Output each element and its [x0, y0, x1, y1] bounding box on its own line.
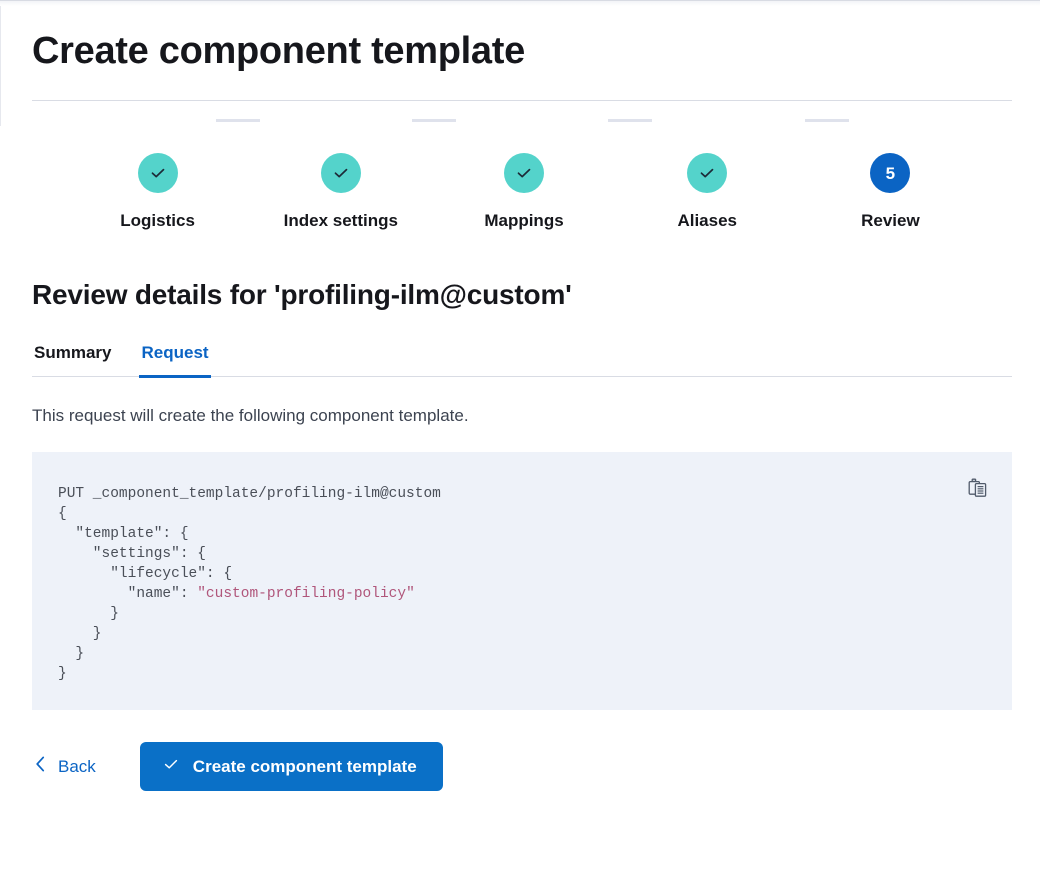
- code-line-6-value: "custom-profiling-policy": [197, 586, 415, 602]
- review-heading: Review details for 'profiling-ilm@custom…: [32, 279, 572, 310]
- create-component-template-label: Create component template: [192, 756, 417, 776]
- create-component-template-button[interactable]: Create component template: [139, 742, 443, 791]
- step-logistics-label: Logistics: [120, 211, 195, 230]
- code-line-8: }: [58, 626, 102, 642]
- check-icon: [148, 163, 168, 183]
- page-title: Create component template: [32, 30, 525, 72]
- stepper-connector-3: [608, 119, 652, 122]
- create-component-template-page: Create component template Logistics: [32, 0, 1012, 821]
- chevron-left-icon: [34, 755, 47, 778]
- tab-request[interactable]: Request: [139, 341, 211, 378]
- step-mappings-label: Mappings: [484, 211, 564, 230]
- request-code-block: PUT _component_template/profiling-ilm@cu…: [32, 452, 1012, 710]
- copy-clipboard-icon[interactable]: [962, 472, 994, 504]
- check-icon: [697, 163, 717, 183]
- step-logistics-circle[interactable]: [137, 153, 178, 193]
- code-line-3: "template": {: [58, 526, 189, 542]
- stepper-connector-1: [216, 119, 260, 122]
- step-mappings[interactable]: Mappings: [432, 153, 615, 231]
- check-icon: [162, 755, 180, 778]
- back-button[interactable]: Back: [32, 749, 98, 784]
- stepper-connector-4: [805, 119, 849, 122]
- code-line-2: {: [58, 506, 67, 522]
- step-index-settings-label: Index settings: [283, 211, 398, 230]
- step-aliases-circle[interactable]: [687, 153, 728, 193]
- step-aliases[interactable]: Aliases: [616, 153, 799, 231]
- step-review-number: 5: [885, 163, 896, 183]
- code-line-10: }: [58, 666, 67, 682]
- code-line-5: "lifecycle": {: [58, 566, 233, 582]
- review-tabs: Summary Request: [32, 341, 1012, 378]
- step-aliases-label: Aliases: [677, 211, 737, 230]
- wizard-stepper: Logistics Index settings Mapping: [66, 101, 982, 239]
- step-review-label: Review: [861, 211, 920, 230]
- header-divider: [32, 100, 1012, 101]
- code-line-1: PUT _component_template/profiling-ilm@cu…: [58, 486, 441, 502]
- step-review-circle[interactable]: 5: [870, 153, 911, 193]
- check-icon: [331, 163, 351, 183]
- window-top-edge: [0, 0, 1040, 6]
- code-line-6-key: "name":: [58, 586, 198, 602]
- code-line-4: "settings": {: [58, 546, 206, 562]
- stepper-connector-2: [412, 119, 456, 122]
- tab-summary[interactable]: Summary: [32, 341, 113, 378]
- step-index-settings[interactable]: Index settings: [249, 153, 432, 231]
- check-icon: [514, 163, 534, 183]
- wizard-footer: Back Create component template: [32, 742, 1008, 821]
- step-mappings-circle[interactable]: [504, 153, 544, 193]
- code-line-9: }: [58, 646, 85, 662]
- code-line-7: }: [58, 606, 119, 622]
- window-left-edge: [0, 6, 1, 126]
- request-description: This request will create the following c…: [32, 406, 469, 425]
- step-index-settings-circle[interactable]: [320, 153, 361, 193]
- step-review[interactable]: 5 Review: [799, 153, 982, 231]
- back-button-label: Back: [58, 756, 96, 776]
- step-logistics[interactable]: Logistics: [66, 153, 249, 231]
- page-header: Create component template: [32, 0, 1008, 100]
- request-code: PUT _component_template/profiling-ilm@cu…: [58, 484, 986, 684]
